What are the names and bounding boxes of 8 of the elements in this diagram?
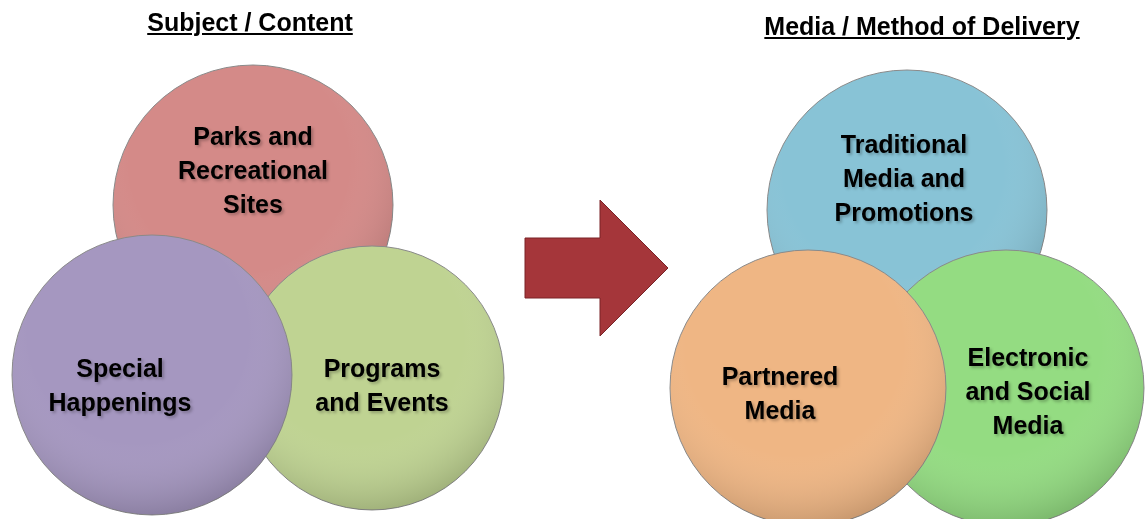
circle-label: Programs and Events bbox=[314, 353, 450, 418]
circle-label: Electronic and Social Media bbox=[964, 342, 1092, 441]
circle-label: Partnered Media bbox=[720, 361, 840, 426]
circle-label: Traditional Media and Promotions bbox=[833, 129, 975, 228]
heading: Subject / Content bbox=[147, 8, 353, 37]
heading: Media / Method of Delivery bbox=[764, 12, 1080, 41]
circle-label: Parks and Recreational Sites bbox=[176, 121, 330, 220]
circle-label: Special Happenings bbox=[47, 353, 193, 418]
